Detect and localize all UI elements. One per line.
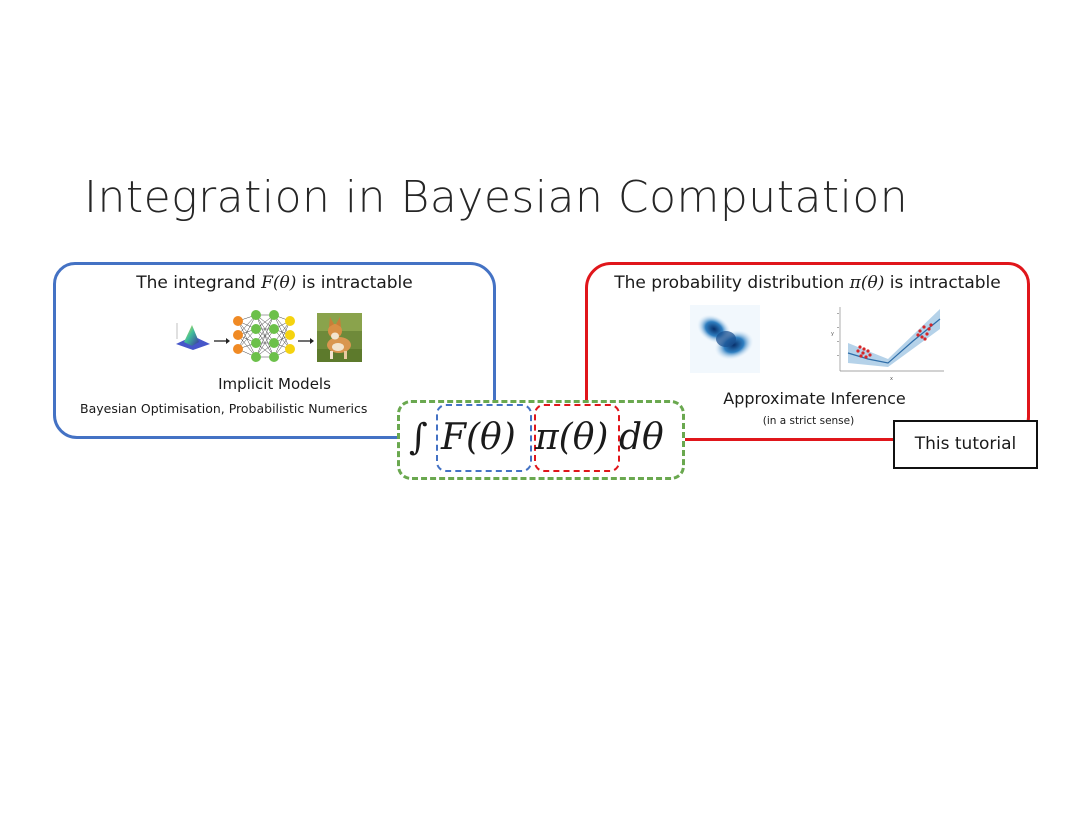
distribution-title-prefix: The probability distribution <box>614 273 850 293</box>
density-plot-icon <box>690 305 760 373</box>
distribution-term: π(θ) <box>535 417 609 458</box>
distribution-dashed-box <box>534 404 620 472</box>
integrand-title-math: F(θ) <box>261 273 297 293</box>
surface-plot-icon <box>176 323 210 350</box>
integral-equation: ∫ F(θ) π(θ) dθ <box>405 410 675 466</box>
differential-term: dθ <box>619 417 664 458</box>
svg-text:y: y <box>831 331 834 337</box>
arrow-icon <box>214 338 230 344</box>
distribution-title-math: π(θ) <box>849 273 885 293</box>
dog-photo-icon <box>317 313 362 362</box>
slide-title: Integration in Bayesian Computation <box>84 172 909 223</box>
this-tutorial-callout: This tutorial <box>893 420 1038 469</box>
integrand-term: F(θ) <box>441 417 516 458</box>
arrow-icon <box>298 338 314 344</box>
integrand-dashed-box <box>436 404 532 472</box>
integrand-panel-title: The integrand F(θ) is intractable <box>56 273 493 293</box>
distribution-title-suffix: is intractable <box>884 273 1001 293</box>
implicit-models-subheading: Bayesian Optimisation, Probabilistic Num… <box>80 401 368 416</box>
integrand-title-suffix: is intractable <box>296 273 413 293</box>
distribution-panel-title: The probability distribution π(θ) is int… <box>588 273 1027 293</box>
approximate-inference-heading: Approximate Inference <box>723 389 906 408</box>
regression-plot-icon: y x <box>831 307 944 382</box>
svg-text:x: x <box>890 376 893 382</box>
implicit-model-illustration <box>176 310 362 362</box>
integrand-panel: The integrand F(θ) is intractable <box>53 262 496 439</box>
approximate-inference-subheading: (in a strict sense) <box>762 415 855 427</box>
implicit-models-heading: Implicit Models <box>218 375 331 393</box>
integrand-title-prefix: The integrand <box>136 273 262 293</box>
integral-sign: ∫ <box>409 417 428 458</box>
neural-network-icon <box>233 310 295 362</box>
